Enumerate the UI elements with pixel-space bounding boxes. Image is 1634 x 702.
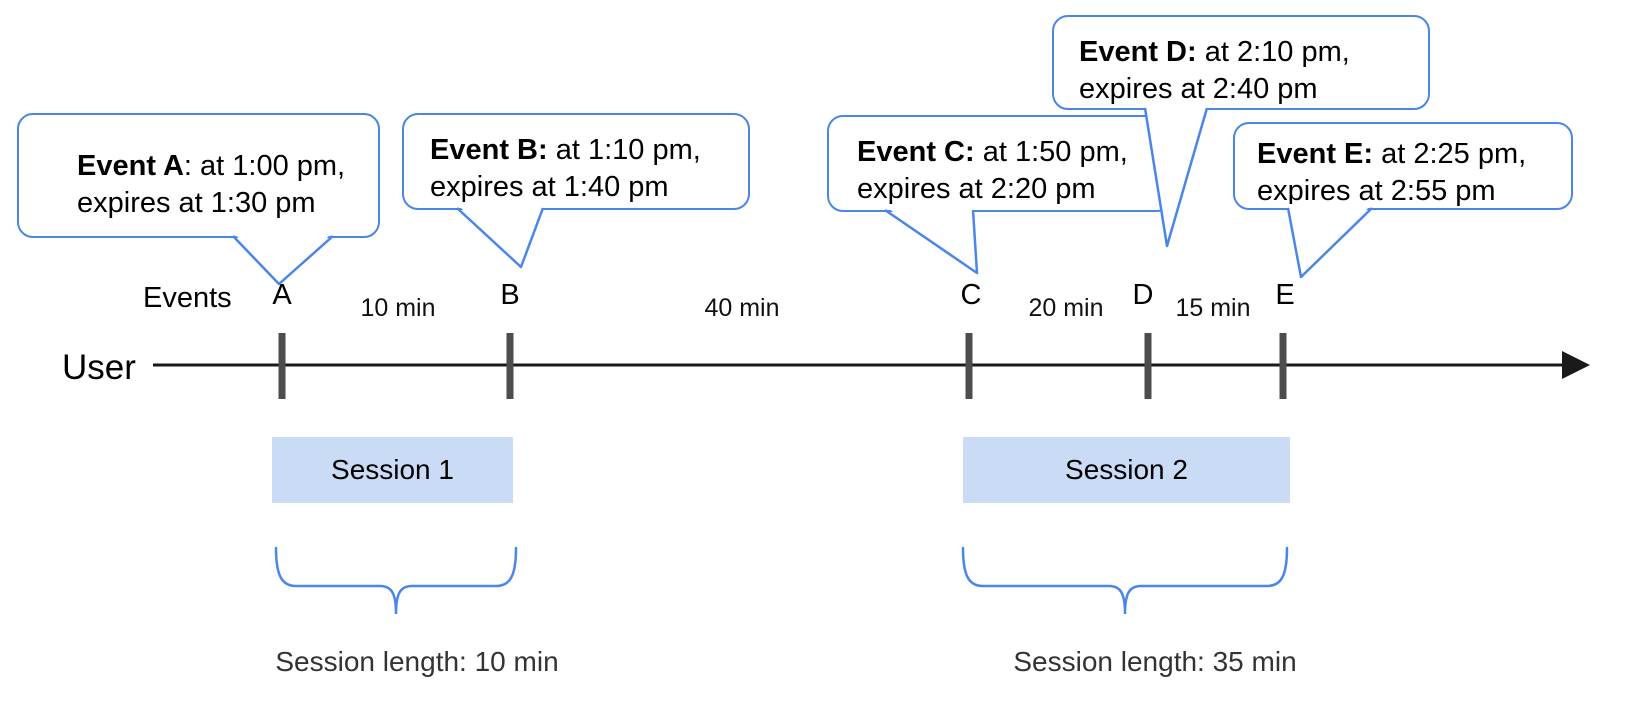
event-c-tail-icon (884, 208, 979, 275)
session-2-brace-icon (961, 546, 1289, 615)
event-c-title: Event C: (857, 136, 975, 168)
event-e-expiry: expires at 2:55 pm (1257, 175, 1496, 207)
tick-e (1279, 333, 1287, 399)
session-1-brace-icon (274, 546, 518, 615)
event-a-expiry: expires at 1:30 pm (77, 187, 316, 219)
event-a-title: Event A (77, 150, 184, 182)
event-b-time: at 1:10 pm, (547, 134, 701, 166)
tick-label-e: E (1275, 279, 1295, 311)
event-a-tail-fill (233, 232, 333, 284)
timeline-arrowhead-icon (1562, 351, 1590, 379)
event-e-bubble: Event E: at 2:25 pm, expires at 2:55 pm (1233, 122, 1573, 210)
event-b-tail-fill (457, 204, 543, 267)
event-a-tail-icon (232, 235, 334, 286)
event-e-tail-fill (1288, 204, 1372, 277)
session-2-label: Session 2 (1065, 454, 1188, 485)
tick-d (1144, 333, 1152, 399)
event-e-time: at 2:25 pm, (1373, 138, 1527, 170)
event-a-bubble: Event A: at 1:00 pm, expires at 1:30 pm (17, 113, 380, 238)
event-e-line1: Event E: at 2:25 pm, (1257, 136, 1563, 173)
event-c-bubble: Event C: at 1:50 pm, expires at 2:20 pm (827, 115, 1173, 212)
session-1-box: Session 1 (272, 437, 513, 503)
tick-c (965, 333, 973, 399)
event-b-bubble: Event B: at 1:10 pm, expires at 1:40 pm (402, 113, 750, 210)
gap-label-c-d: 20 min (1028, 294, 1104, 322)
gap-label-b-c: 40 min (704, 294, 780, 322)
event-b-line1: Event B: at 1:10 pm, (430, 132, 740, 169)
session-2-length-label: Session length: 35 min (1013, 646, 1297, 677)
tick-label-b: B (500, 279, 520, 311)
event-d-expiry: expires at 2:40 pm (1079, 73, 1318, 105)
event-c-expiry: expires at 2:20 pm (857, 173, 1096, 205)
event-d-line1: Event D: at 2:10 pm, (1079, 34, 1420, 71)
event-c-time: at 1:50 pm, (974, 136, 1128, 168)
tick-label-d: D (1132, 279, 1154, 311)
session-1-length-label: Session length: 10 min (275, 646, 559, 677)
gap-label-d-e: 15 min (1175, 294, 1251, 322)
event-c-tail-fill (885, 206, 977, 273)
tick-label-a: A (272, 279, 292, 311)
event-c-line1: Event C: at 1:50 pm, (857, 134, 1163, 171)
event-d-title: Event D: (1079, 36, 1197, 68)
user-axis-label: User (62, 348, 136, 387)
event-d-time: at 2:10 pm, (1196, 36, 1350, 68)
event-b-tail-icon (456, 207, 545, 269)
session-1-label: Session 1 (331, 454, 454, 485)
gap-label-a-b: 10 min (360, 294, 436, 322)
tick-label-c: C (960, 279, 982, 311)
event-e-title: Event E: (1257, 138, 1374, 170)
session-2-box: Session 2 (963, 437, 1290, 503)
event-a-time: : at 1:00 pm, (183, 150, 346, 182)
event-e-tail-icon (1286, 207, 1373, 279)
event-d-bubble: Event D: at 2:10 pm, expires at 2:40 pm (1052, 15, 1430, 110)
tick-a (278, 333, 286, 399)
event-b-title: Event B: (430, 134, 548, 166)
event-ticks (278, 333, 1287, 399)
event-a-line1: Event A: at 1:00 pm, (77, 148, 370, 185)
event-b-expiry: expires at 1:40 pm (430, 171, 669, 203)
events-row-label: Events (143, 282, 232, 314)
tick-b (506, 333, 514, 399)
